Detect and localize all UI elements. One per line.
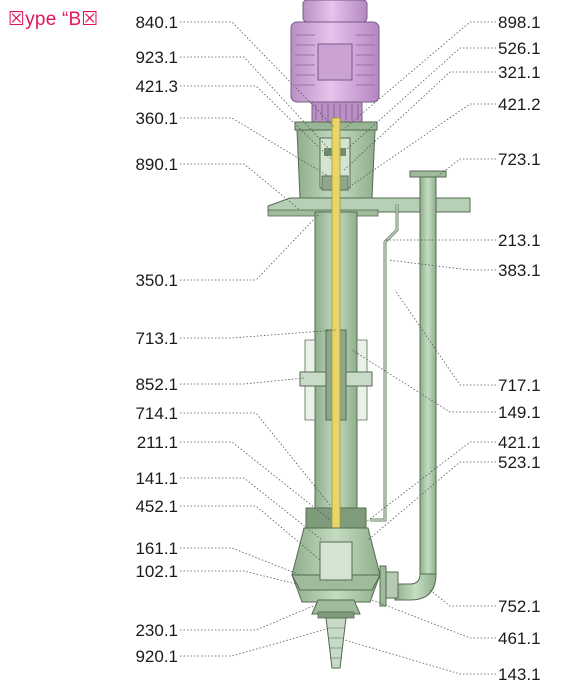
part-label-149-1: 149.1 — [498, 403, 541, 422]
leader-920-1 — [180, 627, 331, 657]
part-label-923-1: 923.1 — [135, 48, 178, 67]
leader-421-2 — [351, 103, 496, 186]
part-label-143-1: 143.1 — [498, 665, 541, 684]
leader-350-1 — [180, 214, 319, 281]
part-label-840-1: 840.1 — [135, 13, 178, 32]
leader-360-1 — [180, 117, 329, 177]
leader-717-1 — [394, 289, 496, 386]
leader-383-1 — [387, 259, 496, 271]
pump-casing — [291, 527, 381, 669]
leader-141-1 — [180, 477, 323, 541]
leader-714-1 — [180, 412, 331, 506]
part-label-383-1: 383.1 — [498, 261, 541, 280]
part-label-723-1: 723.1 — [498, 150, 541, 169]
leader-852-1 — [180, 377, 305, 385]
part-label-920-1: 920.1 — [135, 647, 178, 666]
mounting-plate — [267, 197, 471, 217]
part-label-161-1: 161.1 — [135, 539, 178, 558]
right-part-labels: 898.1 526.1 321.1 421.2 723.1 213.1 383.1 717.1… — [498, 13, 541, 684]
leader-723-1 — [437, 158, 496, 177]
part-label-452-1: 452.1 — [135, 497, 178, 516]
leader-lines — [180, 21, 496, 675]
leader-526-1 — [345, 47, 496, 151]
part-label-890-1: 890.1 — [135, 155, 178, 174]
part-label-321-1: 321.1 — [498, 63, 541, 82]
part-label-461-1: 461.1 — [498, 629, 541, 648]
leader-230-1 — [180, 603, 319, 631]
leader-752-1 — [429, 589, 496, 607]
leader-321-1 — [343, 71, 496, 171]
leader-840-1 — [180, 21, 336, 129]
leader-898-1 — [344, 21, 496, 129]
part-label-360-1: 360.1 — [135, 109, 178, 128]
leader-523-1 — [367, 461, 496, 541]
part-label-898-1: 898.1 — [498, 13, 541, 32]
leader-149-1 — [351, 349, 496, 413]
leader-461-1 — [371, 599, 496, 639]
flushing-line — [370, 204, 399, 522]
leader-452-1 — [180, 505, 321, 561]
discharge-pipe — [379, 170, 447, 607]
part-label-350-1: 350.1 — [135, 271, 178, 290]
part-label-230-1: 230.1 — [135, 621, 178, 640]
part-label-717-1: 717.1 — [498, 376, 541, 395]
shaft — [331, 117, 341, 589]
leader-143-1 — [344, 639, 496, 675]
part-label-752-1: 752.1 — [498, 597, 541, 616]
part-label-852-1: 852.1 — [135, 375, 178, 394]
part-label-714-1: 714.1 — [135, 404, 178, 423]
part-label-421-2: 421.2 — [498, 95, 541, 114]
leader-890-1 — [180, 163, 301, 211]
part-label-526-1: 526.1 — [498, 39, 541, 58]
diagram-title: ☒ype “B☒ — [8, 9, 99, 30]
part-label-102-1: 102.1 — [135, 562, 178, 581]
motor — [290, 0, 380, 123]
part-label-421-1: 421.1 — [498, 433, 541, 452]
left-part-labels: 840.1 923.1 421.3 360.1 890.1 350.1 713.1 852.1… — [135, 13, 178, 666]
part-label-141-1: 141.1 — [135, 469, 178, 488]
part-label-713-1: 713.1 — [135, 329, 178, 348]
leader-923-1 — [180, 56, 331, 151]
leader-102-1 — [180, 570, 297, 585]
leader-713-1 — [180, 329, 337, 339]
part-label-213-1: 213.1 — [498, 231, 541, 250]
part-label-523-1: 523.1 — [498, 453, 541, 472]
leader-421-3 — [180, 85, 333, 161]
part-label-421-3: 421.3 — [135, 77, 178, 96]
part-label-211-1: 211.1 — [137, 433, 178, 452]
leader-421-1 — [365, 441, 496, 523]
